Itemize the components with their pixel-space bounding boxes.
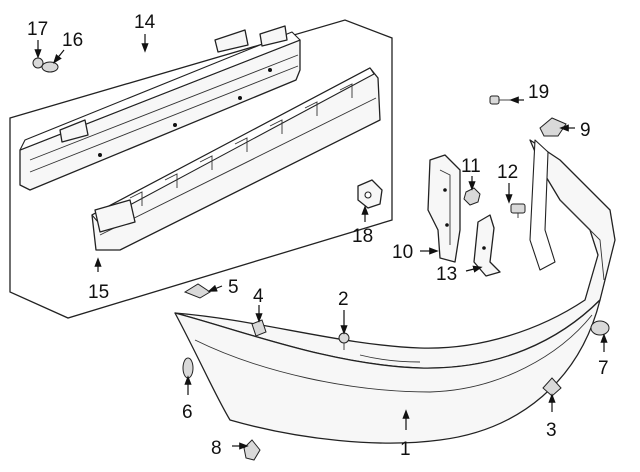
callout-17: 17	[27, 19, 48, 40]
callout-5: 5	[228, 277, 239, 298]
callout-7: 7	[598, 358, 609, 379]
callout-18: 18	[352, 226, 373, 247]
callout-2: 2	[338, 289, 349, 310]
callout-12: 12	[497, 162, 518, 183]
screw	[489, 95, 512, 105]
clip-17	[32, 57, 44, 69]
retainer-5	[183, 283, 211, 299]
energy-absorber	[91, 67, 381, 251]
clip-16	[41, 61, 59, 73]
callout-labels: 1 2 3 4 5 6 7 8 9 10 11 12 13 14 15 16 1…	[27, 12, 609, 460]
callout-13: 13	[436, 264, 457, 285]
fastener-8	[243, 439, 261, 461]
callout-10: 10	[392, 242, 413, 263]
callout-4: 4	[253, 286, 264, 307]
bumper-stop-7	[590, 320, 610, 336]
reinforcement-bar	[19, 25, 301, 191]
bolt	[510, 203, 526, 218]
callout-9: 9	[580, 120, 591, 141]
callout-8: 8	[211, 438, 222, 459]
bumper-cover	[174, 139, 616, 444]
nut	[463, 187, 481, 206]
callout-14: 14	[134, 12, 156, 33]
clip-nut	[539, 117, 567, 137]
callout-1: 1	[400, 439, 411, 460]
callout-16: 16	[62, 30, 83, 51]
guide-bracket	[357, 179, 383, 209]
clip-6	[182, 357, 194, 379]
callout-3: 3	[546, 420, 557, 441]
callout-11: 11	[461, 156, 481, 177]
callout-19: 19	[528, 82, 549, 103]
leader-lines	[34, 34, 608, 450]
small-bracket	[473, 214, 501, 277]
callout-15: 15	[88, 282, 109, 303]
side-bracket	[427, 154, 461, 263]
callout-6: 6	[182, 402, 193, 423]
inset-box	[9, 19, 393, 319]
